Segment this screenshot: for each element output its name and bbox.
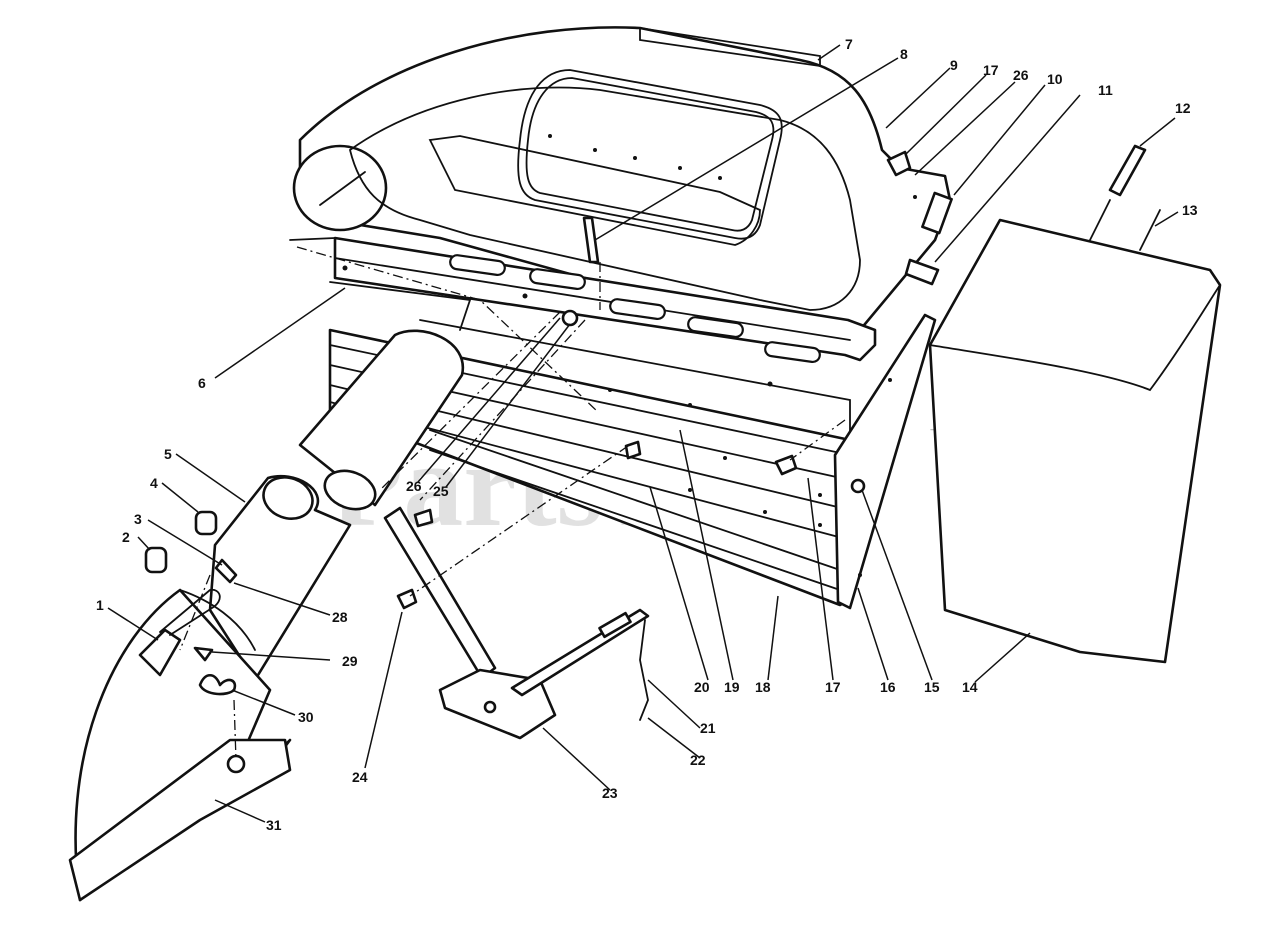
- callout-22: 22: [690, 752, 706, 768]
- frame-rail: [333, 236, 877, 387]
- bolt-24: [396, 588, 418, 610]
- grass-bag: [928, 199, 1222, 664]
- callout-30: 30: [298, 709, 314, 725]
- spring: [1108, 144, 1147, 197]
- flat-sheet: [289, 237, 472, 331]
- clip: [921, 191, 953, 235]
- nut-15: [850, 478, 866, 494]
- deflector-chute: [68, 588, 292, 902]
- clamp-ring: [159, 588, 221, 636]
- callout-12: 12: [1175, 100, 1191, 116]
- nut-25: [561, 309, 579, 327]
- screw: [193, 646, 214, 662]
- callout-15: 15: [924, 679, 940, 695]
- grass-catcher-cover: [292, 26, 952, 342]
- callout-17-top: 17: [983, 62, 999, 78]
- bolt-20: [624, 440, 642, 460]
- callout-3: 3: [134, 511, 142, 527]
- callout-20: 20: [694, 679, 710, 695]
- callout-18: 18: [755, 679, 771, 695]
- callout-27: 26: [1013, 67, 1029, 83]
- alignment-lines: [179, 246, 846, 761]
- callout-29: 29: [342, 653, 358, 669]
- callout-13: 13: [1182, 202, 1198, 218]
- wing-nut: [198, 673, 237, 696]
- callout-8: 8: [900, 46, 908, 62]
- chute-tube-lower: [208, 475, 352, 682]
- callout-10: 10: [1047, 71, 1063, 87]
- callout-21: 21: [700, 720, 716, 736]
- callout-9: 9: [950, 57, 958, 73]
- bolt: [214, 558, 238, 584]
- callout-2: 2: [122, 529, 130, 545]
- bolt-25b: [413, 508, 434, 528]
- callout-6: 6: [198, 375, 206, 391]
- bolt-top: [886, 150, 912, 177]
- callout-14: 14: [962, 679, 978, 695]
- callout-7: 7: [845, 36, 853, 52]
- chute-tube-upper: [298, 329, 465, 511]
- bracket-clip: [904, 258, 940, 286]
- bolt-17: [774, 454, 798, 476]
- callout-25: 25: [433, 483, 449, 499]
- callout-31: 31: [266, 817, 282, 833]
- callout-19: 19: [724, 679, 740, 695]
- callout-28: 28: [332, 609, 348, 625]
- callout-4: 4: [150, 475, 158, 491]
- callout-labels: 1 2 3 4 5 6 7 8 9 17 26 10 11 12 13 14 1…: [96, 36, 1198, 833]
- callout-17-bottom: 17: [825, 679, 841, 695]
- callout-16: 16: [880, 679, 896, 695]
- callout-11: 11: [1098, 82, 1113, 98]
- top-plate: [639, 26, 821, 68]
- leader-lines: [107, 44, 1179, 823]
- callout-23: 23: [602, 785, 618, 801]
- knob: [144, 546, 168, 574]
- callout-24: 24: [352, 769, 368, 785]
- pin: [582, 216, 600, 264]
- cap: [194, 510, 218, 536]
- callout-1: 1: [96, 597, 104, 613]
- callout-26: 26: [406, 478, 422, 494]
- support-bracket: [383, 506, 650, 740]
- callout-5: 5: [164, 446, 172, 462]
